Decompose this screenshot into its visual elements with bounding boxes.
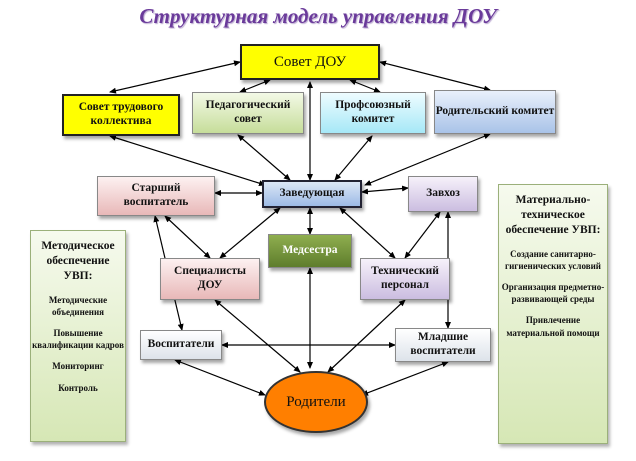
head-label: Заведующая	[279, 187, 345, 200]
parents-label: Родители	[286, 393, 346, 410]
methodical-support-panel: Методическое обеспечение УВП: Методическ…	[30, 230, 126, 442]
parent-committee-box: Родительский комитет	[434, 90, 556, 134]
specialists-label: Специалисты ДОУ	[174, 265, 246, 291]
nurse-box: Медсестра	[268, 234, 352, 268]
parent-committee-label: Родительский комитет	[435, 105, 555, 118]
head-box: Заведующая	[262, 180, 362, 208]
junior-teachers-box: Младшие воспитатели	[395, 328, 491, 362]
methodical-item: Повышение квалификации кадров	[32, 328, 124, 351]
teachers-box: Воспитатели	[140, 330, 222, 360]
supply-manager-box: Завхоз	[408, 176, 478, 212]
material-item: Организация предметно-развивающей среды	[501, 282, 605, 305]
diagram-title: Структурная модель управления ДОУ	[139, 4, 497, 28]
specialists-box: Специалисты ДОУ	[160, 258, 260, 300]
union-label: Профсоюзный комитет	[335, 99, 411, 125]
methodical-item: Контроль	[58, 382, 98, 393]
council-label: Совет ДОУ	[273, 54, 347, 70]
labor-council-label: Совет трудового коллектива	[78, 101, 164, 127]
teachers-label: Воспитатели	[147, 338, 215, 351]
material-item: Создание санитарно-гигиенических условий	[505, 248, 601, 271]
ped-council-box: Педагогический совет	[192, 92, 304, 134]
council-box: Совет ДОУ	[240, 44, 380, 80]
labor-council-box: Совет трудового коллектива	[62, 94, 180, 136]
methodical-item: Мониторинг	[52, 361, 104, 372]
ped-council-label: Педагогический совет	[205, 99, 291, 125]
methodical-item: Методические объединения	[48, 294, 108, 317]
tech-staff-label: Технический персонал	[371, 265, 439, 291]
material-heading: Материально-техническое обеспечение УВП:	[505, 194, 601, 236]
senior-teacher-box: Старший воспитатель	[97, 176, 215, 216]
union-box: Профсоюзный комитет	[320, 92, 426, 134]
methodical-heading: Методическое обеспечение УВП:	[41, 240, 115, 282]
junior-teachers-label: Младшие воспитатели	[410, 331, 476, 357]
parents-ellipse: Родители	[264, 371, 368, 433]
supply-manager-label: Завхоз	[426, 187, 460, 200]
nurse-label: Медсестра	[282, 244, 338, 257]
senior-teacher-label: Старший воспитатель	[123, 182, 189, 208]
material-item: Привлечение материальной помощи	[506, 315, 600, 338]
material-support-panel: Материально-техническое обеспечение УВП:…	[498, 184, 608, 444]
tech-staff-box: Технический персонал	[360, 258, 450, 300]
